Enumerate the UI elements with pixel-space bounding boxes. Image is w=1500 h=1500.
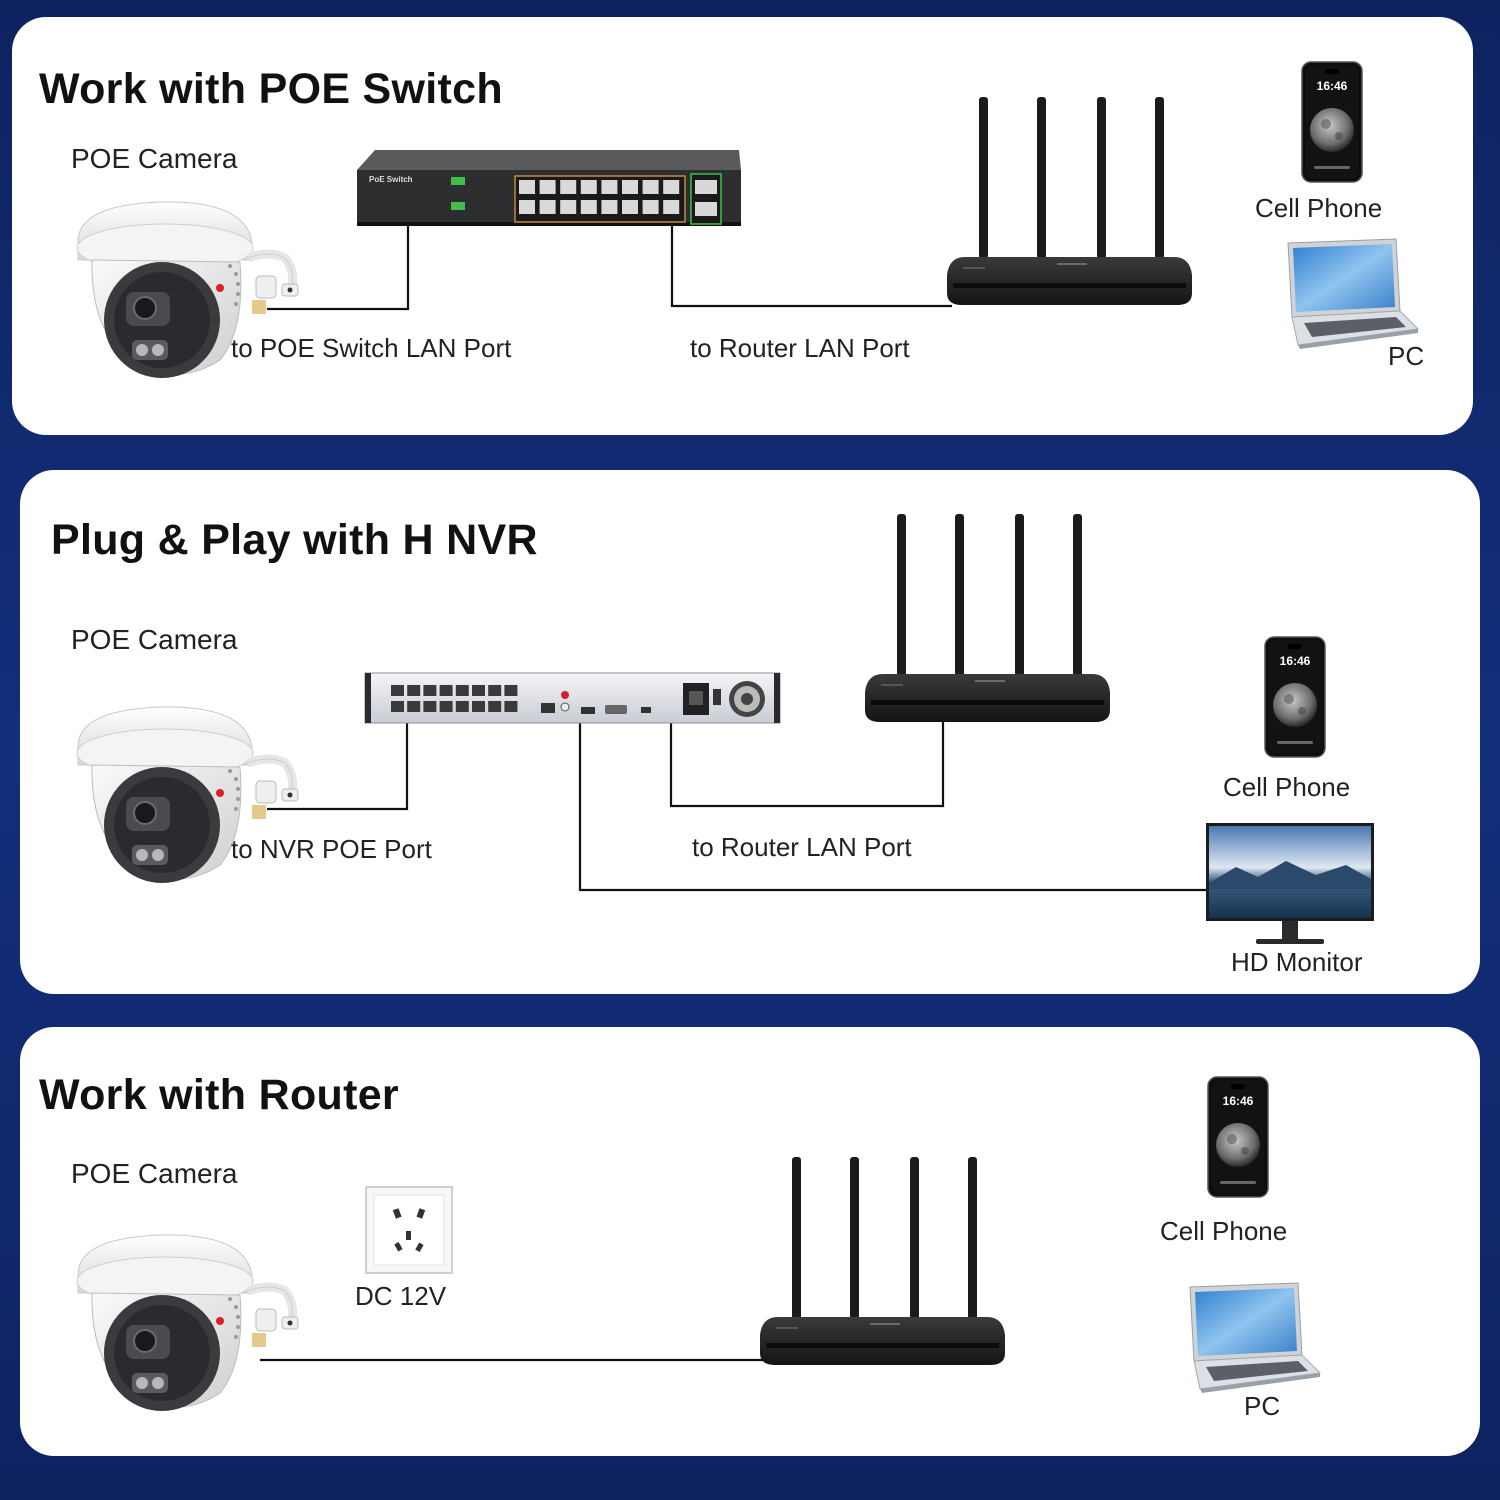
pc-laptop-image bbox=[1189, 1282, 1321, 1394]
ethernet-port bbox=[472, 685, 485, 696]
ethernet-port bbox=[519, 200, 535, 214]
nvr-to-router-cable bbox=[669, 716, 945, 808]
nvr-poe-ports bbox=[391, 685, 518, 712]
camera-to-nvr-cable bbox=[267, 716, 409, 811]
power-socket-image bbox=[365, 1186, 453, 1274]
ethernet-port bbox=[580, 180, 597, 194]
ethernet-port bbox=[439, 685, 453, 696]
ethernet-port bbox=[539, 200, 556, 214]
ethernet-port bbox=[663, 200, 680, 214]
camera-label: POE Camera bbox=[71, 624, 238, 655]
camera-label: POE Camera bbox=[71, 1158, 238, 1189]
panel-title: Work with POE Switch bbox=[39, 65, 503, 113]
ethernet-port bbox=[423, 685, 437, 696]
ethernet-port bbox=[455, 701, 469, 712]
nvr-to-monitor-cable bbox=[578, 720, 1208, 892]
pc-label: PC bbox=[1244, 1391, 1281, 1421]
nvr-image bbox=[364, 672, 781, 724]
ethernet-port bbox=[663, 180, 680, 194]
cell-phone-label: Cell Phone bbox=[1255, 193, 1383, 223]
ethernet-port bbox=[472, 701, 485, 712]
ethernet-port bbox=[407, 701, 421, 712]
ethernet-port bbox=[642, 180, 659, 194]
panel-title: Plug & Play with H NVR bbox=[51, 516, 538, 564]
ethernet-port bbox=[391, 685, 404, 696]
router-image bbox=[865, 514, 1110, 722]
ethernet-port bbox=[560, 180, 577, 194]
ethernet-port bbox=[488, 685, 502, 696]
ethernet-port bbox=[519, 180, 535, 194]
switch-to-router-cable bbox=[670, 222, 952, 308]
hd-monitor-image bbox=[1206, 823, 1374, 944]
ethernet-port bbox=[601, 180, 618, 194]
ethernet-port bbox=[622, 180, 638, 194]
switch-brand-text: PoE Switch bbox=[369, 175, 413, 184]
poe-switch-diagram: PoE Switch 16:46 bbox=[12, 61, 1419, 435]
switch-ports bbox=[519, 180, 680, 214]
ethernet-port bbox=[504, 701, 518, 712]
power-label: DC 12V bbox=[355, 1281, 447, 1311]
ethernet-port bbox=[455, 685, 469, 696]
ethernet-port bbox=[391, 701, 404, 712]
phone-time: 16:46 bbox=[1317, 79, 1348, 93]
ethernet-port bbox=[642, 200, 659, 214]
cell-phone-image: 16:46 bbox=[1207, 1076, 1269, 1198]
pc-label: PC bbox=[1388, 341, 1425, 371]
ethernet-port bbox=[439, 701, 453, 712]
nvr-diagram: 16:46 bbox=[20, 514, 1374, 944]
router-image bbox=[760, 1157, 1005, 1365]
hd-monitor-label: HD Monitor bbox=[1231, 947, 1363, 977]
panel-title: Work with Router bbox=[39, 1071, 399, 1119]
poe-switch-image: PoE Switch bbox=[357, 150, 741, 226]
cell-phone-label: Cell Phone bbox=[1223, 772, 1351, 802]
ethernet-port bbox=[601, 200, 618, 214]
cell-phone-label: Cell Phone bbox=[1160, 1216, 1288, 1246]
link-label-router-lan: to Router LAN Port bbox=[692, 832, 912, 862]
link-label-nvr-poe: to NVR POE Port bbox=[231, 834, 432, 864]
ethernet-port bbox=[622, 200, 638, 214]
ethernet-port bbox=[488, 701, 502, 712]
ethernet-port bbox=[423, 701, 437, 712]
cell-phone-image: 16:46 bbox=[1301, 61, 1363, 183]
camera-to-switch-cable bbox=[267, 222, 410, 311]
ethernet-port bbox=[560, 200, 577, 214]
poe-switch-panel: Work with POE Switch POE Camera PoE Swit… bbox=[12, 17, 1473, 435]
camera-label: POE Camera bbox=[71, 143, 238, 174]
ethernet-port bbox=[504, 685, 518, 696]
link-label-switch-lan: to POE Switch LAN Port bbox=[231, 333, 512, 363]
phone-time: 16:46 bbox=[1223, 1094, 1254, 1108]
router-panel: Work with Router POE Camera 16:46 DC 12V… bbox=[20, 1027, 1480, 1456]
router-diagram: 16:46 bbox=[20, 1076, 1321, 1456]
cell-phone-image: 16:46 bbox=[1264, 636, 1326, 758]
router-image bbox=[947, 97, 1192, 305]
pc-laptop-image bbox=[1287, 238, 1419, 350]
poe-camera-image bbox=[77, 1235, 298, 1411]
ethernet-port bbox=[407, 685, 421, 696]
link-label-router-lan: to Router LAN Port bbox=[690, 333, 910, 363]
ethernet-port bbox=[539, 180, 556, 194]
nvr-panel: Plug & Play with H NVR POE Camera bbox=[20, 470, 1480, 994]
ethernet-port bbox=[580, 200, 597, 214]
phone-time: 16:46 bbox=[1280, 654, 1311, 668]
